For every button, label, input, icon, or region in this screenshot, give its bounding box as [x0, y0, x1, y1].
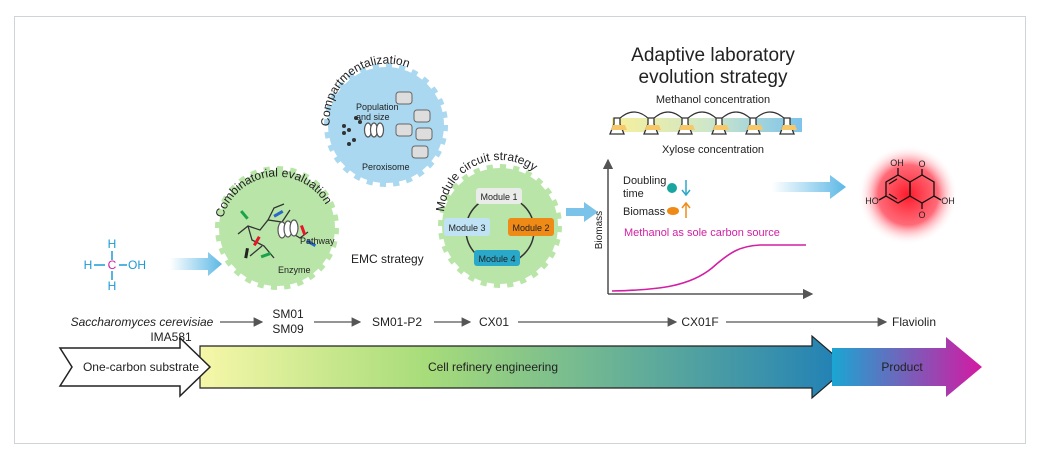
methanol-concentration-label: Methanol concentration	[656, 94, 770, 106]
strain-sm01: SM01	[272, 307, 304, 321]
peroxisome-boxes	[395, 91, 433, 159]
peroxisome-label: Peroxisome	[362, 162, 410, 172]
growth-plot: Biomass Doubling time Biomass Methanol a…	[594, 158, 814, 300]
population-label: Population	[356, 102, 399, 112]
molecule-dots	[342, 116, 362, 146]
coil-shape	[277, 219, 299, 239]
strain-cx01: CX01	[479, 315, 509, 329]
ho-left-label: HO	[865, 196, 879, 206]
doubling-label: Doubling	[623, 175, 666, 187]
growth-curve	[611, 244, 806, 292]
transfer-arcs	[617, 111, 787, 121]
one-carbon-label: One-carbon substrate	[83, 360, 199, 374]
module-4-box	[474, 250, 520, 266]
cell-refinery-label: Cell refinery engineering	[428, 360, 558, 374]
time-label: time	[623, 188, 644, 200]
strain-ima581: IMA581	[150, 330, 192, 344]
o-top-label: O	[918, 159, 925, 169]
module-2-label: Module 2	[512, 223, 549, 233]
module-2-box	[508, 218, 554, 236]
enzyme-label: Enzyme	[278, 265, 311, 275]
strain-sm01-p2: SM01-P2	[372, 315, 422, 329]
product-arrow	[832, 337, 982, 397]
biomass-label: Biomass	[623, 206, 666, 218]
o-bottom-label: O	[918, 210, 925, 220]
biomass-icon	[667, 207, 679, 215]
methanol-input-arrow	[170, 252, 222, 276]
product-label: Product	[881, 360, 923, 374]
module-1-box	[476, 188, 522, 204]
strain-sm09: SM09	[272, 322, 304, 336]
y-axis-label: Biomass	[594, 211, 605, 249]
flasks	[609, 117, 797, 135]
one-carbon-arrow	[58, 336, 212, 398]
oh-right-label: OH	[941, 196, 955, 206]
module-to-ale-arrow	[566, 202, 598, 222]
strain-cx01f: CX01F	[681, 315, 718, 329]
strain-saccharomyces: Saccharomyces cerevisiae	[71, 315, 214, 329]
stage-arrows: One-carbon substrate Cell refinery engin…	[58, 334, 982, 400]
combinatorial-cell: Combinatorial evaluation Pathway Enzyme	[212, 165, 339, 290]
and-size-label: and size	[356, 112, 390, 122]
ale-title-line1: Adaptive laboratory	[631, 45, 795, 66]
methanol-oh: OH	[128, 258, 146, 272]
compartment-cell: Compartmentalization Population and size…	[319, 53, 448, 187]
oh-top-label: OH	[890, 158, 904, 168]
module-1-label: Module 1	[480, 192, 517, 202]
product-flaviolin: Flaviolin	[892, 315, 936, 329]
module-3-box	[444, 218, 490, 236]
xylose-concentration-label: Xylose concentration	[662, 144, 764, 156]
sole-carbon-label: Methanol as sole carbon source	[624, 227, 780, 239]
red-glow	[858, 145, 958, 245]
pathway-label: Pathway	[300, 236, 335, 246]
enzyme-marks	[240, 209, 317, 259]
flaviolin-structure: OH O HO OH O	[858, 145, 958, 245]
emc-strategy-label: EMC strategy	[351, 252, 424, 266]
coil-shape	[363, 122, 385, 138]
methanol-h-top: H	[108, 237, 117, 251]
cell-fill	[445, 171, 555, 281]
module-circuit-cell: Module circuit strategy Module 1 Module …	[433, 149, 562, 288]
ale-to-product-arrow	[772, 175, 846, 199]
concentration-band	[612, 118, 802, 132]
cell-refinery-arrow	[199, 334, 849, 400]
methanol-h-left: H	[84, 258, 93, 272]
module-3-label: Module 3	[448, 223, 485, 233]
ale-title-line2: evolution strategy	[639, 67, 788, 88]
strain-timeline: Saccharomyces cerevisiae IMA581 SM01 SM0…	[71, 307, 936, 344]
methanol-molecule: H H C OH H	[84, 237, 146, 293]
methanol-carbon: C	[108, 258, 117, 272]
module-4-label: Module 4	[478, 254, 515, 264]
methanol-h-bottom: H	[108, 279, 117, 293]
cell-fill	[222, 173, 332, 283]
doubling-time-icon	[667, 183, 677, 193]
